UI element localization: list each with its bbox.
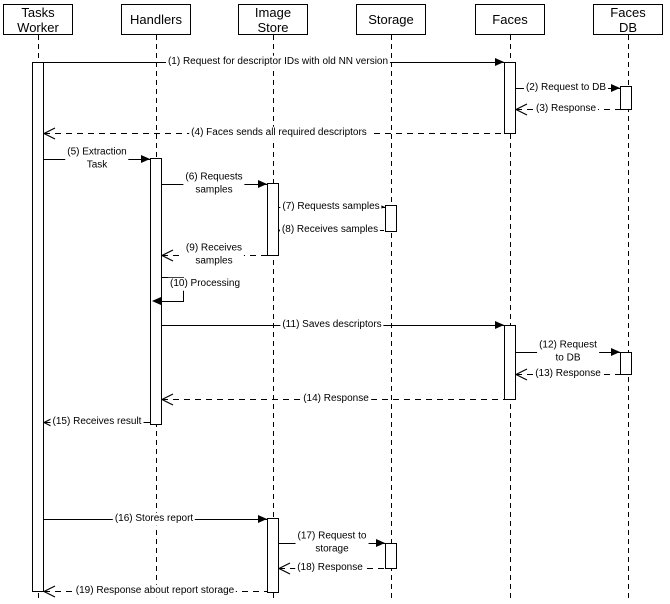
participant-storage: Storage (356, 4, 426, 35)
message-10-label: (10) Processing (167, 277, 243, 291)
message-6-arrowhead (258, 180, 267, 188)
message-10-line-back (161, 301, 184, 302)
lifeline-faces-db (628, 35, 629, 602)
message-1-arrowhead (495, 58, 504, 66)
message-19-label: (19) Response about report storage (73, 584, 237, 598)
activation-bar-faces-db-9 (620, 86, 632, 110)
message-17-label: (17) Request to storage (295, 530, 369, 556)
lifeline-faces (510, 35, 511, 602)
message-16-arrowhead (258, 515, 267, 523)
message-10-arrowhead (152, 297, 161, 305)
message-12-arrowhead (611, 348, 620, 356)
message-11-label: (11) Saves descriptors (280, 318, 384, 332)
participant-handlers: Handlers (121, 4, 191, 35)
message-9-arrowhead (160, 249, 174, 262)
message-15-label: (15) Receives result (50, 415, 144, 429)
activation-bar-storage-6 (385, 543, 397, 569)
participant-faces-db: Faces DB (593, 4, 663, 35)
lifeline-image-store (273, 35, 274, 602)
message-13-arrowhead (514, 368, 528, 381)
activation-bar-faces-db-10 (620, 352, 632, 375)
message-7-label: (7) Requests samples (280, 200, 382, 214)
participant-tasks-worker: Tasks Worker (3, 4, 73, 35)
activation-bar-storage-5 (385, 205, 397, 232)
message-2-arrowhead (611, 84, 620, 92)
message-8-label: (8) Receives samples (279, 223, 381, 237)
message-11-arrowhead (495, 321, 504, 329)
message-14-arrowhead (160, 393, 174, 406)
activation-bar-faces-7 (504, 62, 516, 134)
message-16-label: (16) Stores report (112, 512, 196, 526)
activation-bar-faces-8 (504, 325, 516, 400)
message-14-label: (14) Response (301, 392, 371, 406)
message-4-label: (4) Faces sends all required descriptors (189, 126, 369, 140)
message-17-arrowhead (376, 539, 385, 547)
message-12-label: (12) Request to DB (537, 339, 599, 365)
message-10-line-out (162, 277, 183, 278)
message-13-label: (13) Response (533, 367, 603, 381)
message-18-label: (18) Response (295, 561, 365, 575)
activation-bar-handlers-2 (150, 158, 162, 425)
participant-faces: Faces (475, 4, 545, 35)
message-5-label: (5) Extraction Task (65, 146, 129, 172)
message-18-arrowhead (277, 562, 291, 575)
activation-bar-image-store-3 (267, 183, 279, 256)
lifeline-storage (391, 35, 392, 602)
message-5-arrowhead (141, 155, 150, 163)
message-6-label: (6) Requests samples (183, 171, 245, 197)
message-1-label: (1) Request for descriptor IDs with old … (165, 55, 391, 69)
activation-bar-image-store-4 (267, 518, 279, 593)
message-3-label: (3) Response (533, 102, 599, 116)
participant-image-store: Image Store (238, 4, 308, 35)
message-4-arrowhead (42, 127, 56, 140)
message-3-arrowhead (514, 103, 528, 116)
activation-bar-tasks-worker-1 (32, 62, 44, 592)
message-9-label: (9) Receives samples (183, 242, 245, 268)
message-2-label: (2) Request to DB (523, 81, 609, 95)
message-19-arrowhead (42, 585, 56, 598)
